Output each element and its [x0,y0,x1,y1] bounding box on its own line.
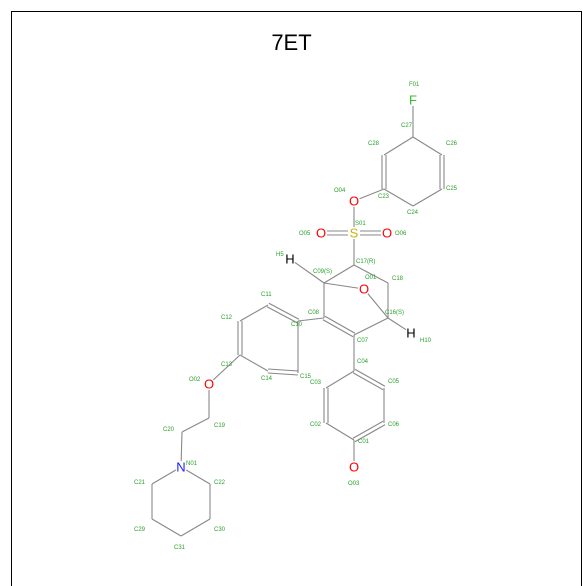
atom-label-c15: C15 [300,374,312,380]
bond-C23-O04 [359,188,385,200]
atom-label-c20: C20 [163,427,175,433]
atom-label-c26: C26 [446,141,458,147]
atom-symbol-o06: O [382,226,392,241]
atom-label-c14: C14 [261,376,273,382]
atom-symbol-o03: O [349,460,359,475]
atom-symbol-o05: O [316,226,326,241]
atom-symbol-f01: F [409,93,417,108]
atom-label-c13: C13 [221,362,233,368]
atom-label-o06: O06 [395,231,407,237]
atom-label-o02: O02 [189,377,201,383]
atom-label-c17r: C17(R) [356,259,375,265]
bond-C10-C11-2 [266,306,298,324]
atom-label-c08: C08 [308,310,320,316]
atom-label-c22: C22 [214,480,226,486]
bond-C25-C24 [412,188,443,207]
bond-C08-C07 [322,319,354,338]
atom-label-c23: C23 [378,194,390,200]
bond-C20-N01 [180,431,183,462]
bond-N01-C22 [185,469,211,485]
bond-C06-C01-2 [354,424,386,443]
bond-C27-C26 [412,136,443,156]
atom-label-c01: C01 [358,439,370,445]
bond-C13-C14 [239,354,269,372]
atom-label-c29: C29 [134,527,146,533]
bond-C19-C20 [181,417,210,433]
atom-label-c10: C10 [291,322,303,328]
atom-label-o01: O01 [365,275,377,281]
atom-symbol-n01: N [176,460,185,475]
atom-symbol-h5: H [285,252,294,267]
bond-C04-C05 [352,372,384,391]
bond-C16S-H [387,317,407,331]
atom-label-c31: C31 [174,545,186,551]
atom-label-c27: C27 [401,123,413,129]
atom-label-c16s: C16(S) [385,310,404,316]
atom-label-s01: S01 [355,221,366,227]
atom-label-n01: N01 [186,461,198,467]
atom-label-c18: C18 [392,276,404,282]
atom-label-c21: C21 [134,480,146,486]
atom-symbol-o01: O [359,282,369,297]
atom-label-c24: C24 [407,210,419,216]
atom-label-c06: C06 [388,422,400,428]
bond-C23-C24 [383,188,414,207]
bond-C08-C10 [297,317,325,322]
atom-label-c28: C28 [368,141,380,147]
bond-C17R-C18 [353,264,389,284]
bond-C01-C02 [325,422,355,441]
bond-C16S-C07 [353,317,389,336]
atom-label-c03: C03 [310,380,322,386]
molecule-title: 7ET [271,30,312,55]
atom-symbol-o02: O [204,377,214,392]
diagram-frame [11,11,582,586]
bond-N01-C21 [151,469,177,485]
atom-label-f01: F01 [409,82,420,88]
bond-C30-C31 [180,518,211,537]
atom-label-o03: O03 [348,481,360,487]
bond-C03-C04 [325,370,355,389]
bond-layer [151,106,445,537]
atom-symbol-h: H [406,326,415,341]
bond-C14-C15-2 [268,368,299,372]
atom-label-h5: H5 [276,252,284,258]
bond-C17R-C09S [323,264,355,284]
atom-label-c05: C05 [388,379,400,385]
heteroatom-layer: F O S O O H O H O O N [176,93,417,475]
atom-label-c25: C25 [446,186,458,192]
atom-symbol-o04: O [349,194,359,209]
atom-label-c07: C07 [357,338,369,344]
atom-label-c30: C30 [214,527,226,533]
bond-C08-C07-2 [324,315,356,334]
atom-label-c09s: C09(S) [313,269,332,275]
atom-symbol-s01: S [350,226,359,241]
atom-label-h10: H10 [420,338,432,344]
bond-C13-O02 [213,354,241,381]
atom-label-o05: O05 [299,231,311,237]
bond-C11-C12 [239,304,269,322]
bond-C16S-O01 [367,293,389,319]
bond-C14-C15 [267,372,298,376]
atom-label-c02: C02 [310,422,322,428]
bond-C06-C01 [352,420,384,439]
bond-C09S-H5 [294,262,325,284]
atom-label-c04: C04 [357,359,369,365]
atom-label-o04: O04 [334,188,346,194]
bond-C27-C28 [383,136,414,156]
atom-label-c11: C11 [261,292,272,298]
bond-C04-C05-2 [354,368,386,387]
bond-C10-C11 [268,302,300,320]
bond-C29-C31 [151,518,182,537]
bond-C09S-O01 [323,282,359,289]
atom-label-c12: C12 [221,315,233,321]
atom-label-c19: C19 [214,423,226,429]
